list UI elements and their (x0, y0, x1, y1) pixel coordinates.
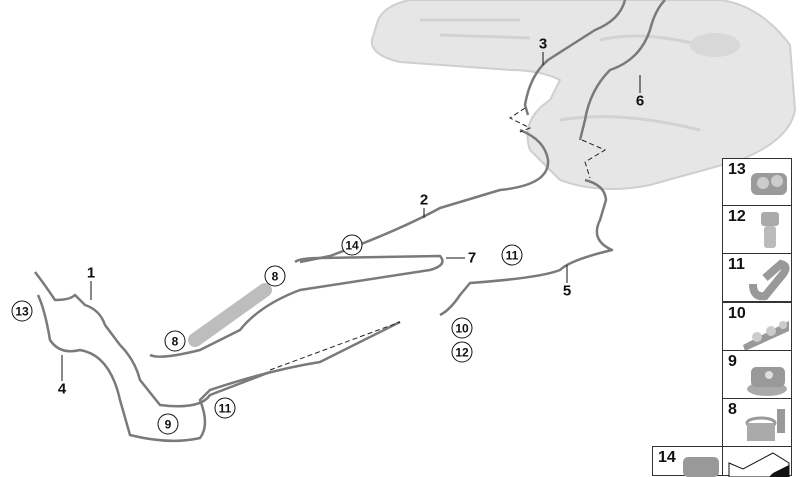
pipe-3 (523, 0, 627, 116)
part-8-box: 8 (722, 398, 792, 447)
pipe-7 (149, 254, 444, 358)
leader-lines (61, 52, 641, 381)
callout-circled-13: 13 (11, 300, 33, 322)
callout-circled-11: 11 (214, 397, 236, 419)
pipe-clamp-icon (745, 409, 785, 441)
pipe-5 (439, 178, 614, 317)
double-clip-icon (749, 259, 790, 301)
clip-with-base-icon (747, 367, 787, 396)
callout-4: 4 (57, 380, 67, 398)
part-14-box: 14 (652, 446, 723, 477)
callout-7: 7 (467, 249, 477, 267)
callout-3: 3 (538, 35, 548, 53)
callout-circled-14: 14 (341, 234, 363, 256)
dash-lines (269, 107, 607, 371)
pipe-1 (34, 271, 271, 408)
arrow-box (722, 446, 792, 477)
callout-2: 2 (419, 191, 429, 209)
callout-6: 6 (635, 92, 645, 110)
pipe-4 (36, 294, 401, 443)
callout-5: 5 (562, 282, 572, 300)
pipe-6 (578, 0, 666, 141)
callout-circled-8: 8 (264, 265, 286, 287)
callout-circled-8: 8 (164, 330, 186, 352)
fuel-tank (370, 0, 797, 190)
callout-circled-12: 12 (451, 341, 473, 363)
part-12-box: 12 (722, 205, 792, 254)
filter (188, 283, 272, 347)
pipe-2 (299, 128, 550, 264)
part-10-box: 10 (722, 302, 792, 351)
callout-1: 1 (86, 264, 96, 282)
callout-circled-10: 10 (451, 317, 473, 339)
hex-bolt-icon (761, 212, 779, 248)
pipe-clip-icon (683, 457, 719, 477)
part-11-box: 11 (722, 253, 792, 302)
part-9-box: 9 (722, 350, 792, 399)
multi-pipe-clip-icon (743, 321, 789, 351)
triple-pipe-clip-icon (751, 173, 787, 195)
part-13-box: 13 (722, 158, 792, 206)
callout-circled-11: 11 (501, 244, 523, 266)
callout-circled-9: 9 (157, 413, 179, 435)
fuel-pipes (34, 0, 666, 443)
